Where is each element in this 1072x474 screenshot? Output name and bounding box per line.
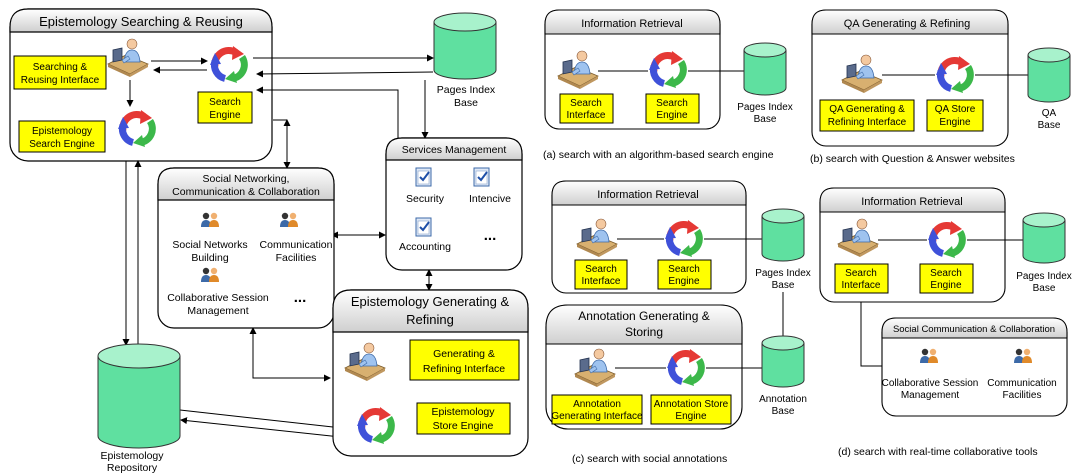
svg-text:Engine: Engine [675, 411, 707, 422]
services-title: Services Management [402, 144, 507, 156]
svg-text:Epistemology: Epistemology [32, 126, 92, 137]
svg-text:Engine: Engine [656, 110, 688, 121]
svg-text:Generating Interface: Generating Interface [551, 411, 643, 422]
panel-c: Information Retrieval Search Interface S… [545, 180, 811, 465]
svg-text:Interface: Interface [567, 110, 606, 121]
checklist-icon [473, 167, 490, 187]
pages-index-base-cylinder [433, 12, 497, 80]
panel-a: Information Retrieval Search Interface S… [543, 9, 793, 161]
svg-text:Base: Base [754, 114, 777, 125]
svg-text:Management: Management [187, 305, 248, 317]
panel-c-base: Pages Index [755, 268, 811, 279]
svg-text:Searching &: Searching & [33, 62, 88, 73]
svg-text:Facilities: Facilities [276, 252, 317, 264]
epistemology-repository-cylinder [97, 343, 181, 449]
panel-b-title: QA Generating & Refining [844, 18, 971, 30]
svg-text:Reusing Interface: Reusing Interface [21, 75, 100, 86]
panel-c-interface: Search [585, 264, 617, 275]
panel-a-engine: Search [656, 98, 688, 109]
social-title-line1: Social Networking, [203, 173, 290, 185]
panel-d-collab: Collaborative Session [882, 378, 979, 389]
panel-c-anno-interface: Annotation [573, 399, 621, 410]
svg-text:Epistemology: Epistemology [431, 406, 495, 418]
svg-text:Search: Search [209, 97, 241, 108]
svg-text:Engine: Engine [668, 276, 700, 287]
social-networking-panel: Social Networking, Communication & Colla… [157, 167, 335, 329]
collaborative-session-management: Collaborative Session [167, 292, 269, 304]
epistemology-search-engine-label: Epistemology Search Engine [18, 120, 106, 153]
social-more: ... [294, 289, 307, 306]
svg-text:Refining Interface: Refining Interface [828, 117, 907, 128]
svg-text:Facilities: Facilities [1003, 390, 1042, 401]
panel-d: Information Retrieval Search Interface S… [819, 187, 1072, 458]
panel-b-base: QA [1042, 108, 1057, 119]
connectors [122, 54, 434, 442]
svg-text:Refining Interface: Refining Interface [423, 363, 505, 375]
checklist-icon [415, 217, 432, 237]
searching-interface-label: Searching & Reusing Interface [13, 55, 107, 90]
svg-text:Base: Base [454, 97, 478, 109]
svg-text:Base: Base [772, 280, 795, 291]
generating-title-line1: Epistemology Generating & [351, 294, 510, 309]
svg-text:Engine: Engine [939, 117, 971, 128]
communication-facilities: Communication [260, 239, 333, 251]
svg-text:Base: Base [772, 406, 795, 417]
caption-a: (a) search with an algorithm-based searc… [543, 149, 774, 161]
panel-d-interface: Search [845, 268, 877, 279]
search-engine-label: Search Engine [197, 91, 253, 124]
generating-interface-label: Generating & Refining Interface [409, 339, 520, 381]
caption-b: (b) search with Question & Answer websit… [810, 153, 1015, 165]
svg-text:Engine: Engine [930, 280, 962, 291]
panel-c-anno-title-line2: Storing [625, 325, 663, 339]
panel-d-social-title: Social Communication & Collaboration [893, 324, 1055, 335]
panel-c-anno-base: Annotation [759, 394, 807, 405]
panel-d-communication: Communication [987, 378, 1056, 389]
svg-text:Interface: Interface [582, 276, 621, 287]
epistemology-store-engine-label: Epistemology Store Engine [416, 402, 511, 435]
pages-index-base-label: Pages Index [437, 84, 496, 96]
svg-text:Base: Base [1038, 120, 1061, 131]
searching-reusing-title: Epistemology Searching & Reusing [39, 14, 243, 29]
panel-c-engine: Search [668, 264, 700, 275]
svg-text:Store Engine: Store Engine [433, 420, 494, 432]
caption-c: (c) search with social annotations [572, 453, 727, 465]
panel-b: QA Generating & Refining QA Generating &… [810, 9, 1071, 165]
services-intencive: Intencive [469, 193, 511, 205]
panel-c-title: Information Retrieval [597, 189, 699, 201]
services-more: ... [484, 227, 497, 244]
checklist-icon [415, 167, 432, 187]
services-accounting: Accounting [399, 241, 451, 253]
panel-a-base: Pages Index [737, 102, 793, 113]
panel-c-anno-title-line1: Annotation Generating & [578, 309, 709, 323]
panel-a-title: Information Retrieval [581, 18, 683, 30]
services-security: Security [406, 193, 445, 205]
svg-text:Interface: Interface [842, 280, 881, 291]
panel-b-interface: QA Generating & [829, 104, 905, 115]
panel-c-anno-engine: Annotation Store [654, 399, 729, 410]
svg-text:Building: Building [191, 252, 229, 264]
svg-text:Management: Management [901, 390, 960, 401]
caption-d: (d) search with real-time collaborative … [838, 446, 1038, 458]
generating-title-line2: Refining [406, 312, 454, 327]
panel-b-engine: QA Store [935, 104, 976, 115]
epistemology-repository-label: Epistemology [100, 450, 164, 462]
panel-d-engine: Search [930, 268, 962, 279]
panel-d-base: Pages Index [1016, 271, 1072, 282]
svg-text:Search Engine: Search Engine [29, 139, 95, 150]
panel-a-interface: Search [570, 98, 602, 109]
svg-text:Base: Base [1033, 283, 1056, 294]
social-networks-building: Social Networks [172, 239, 247, 251]
svg-text:Generating &: Generating & [433, 348, 495, 360]
social-title-line2: Communication & Collaboration [172, 186, 320, 198]
svg-text:Engine: Engine [209, 110, 241, 121]
panel-d-title: Information Retrieval [861, 196, 963, 208]
svg-text:Repository: Repository [107, 462, 158, 474]
